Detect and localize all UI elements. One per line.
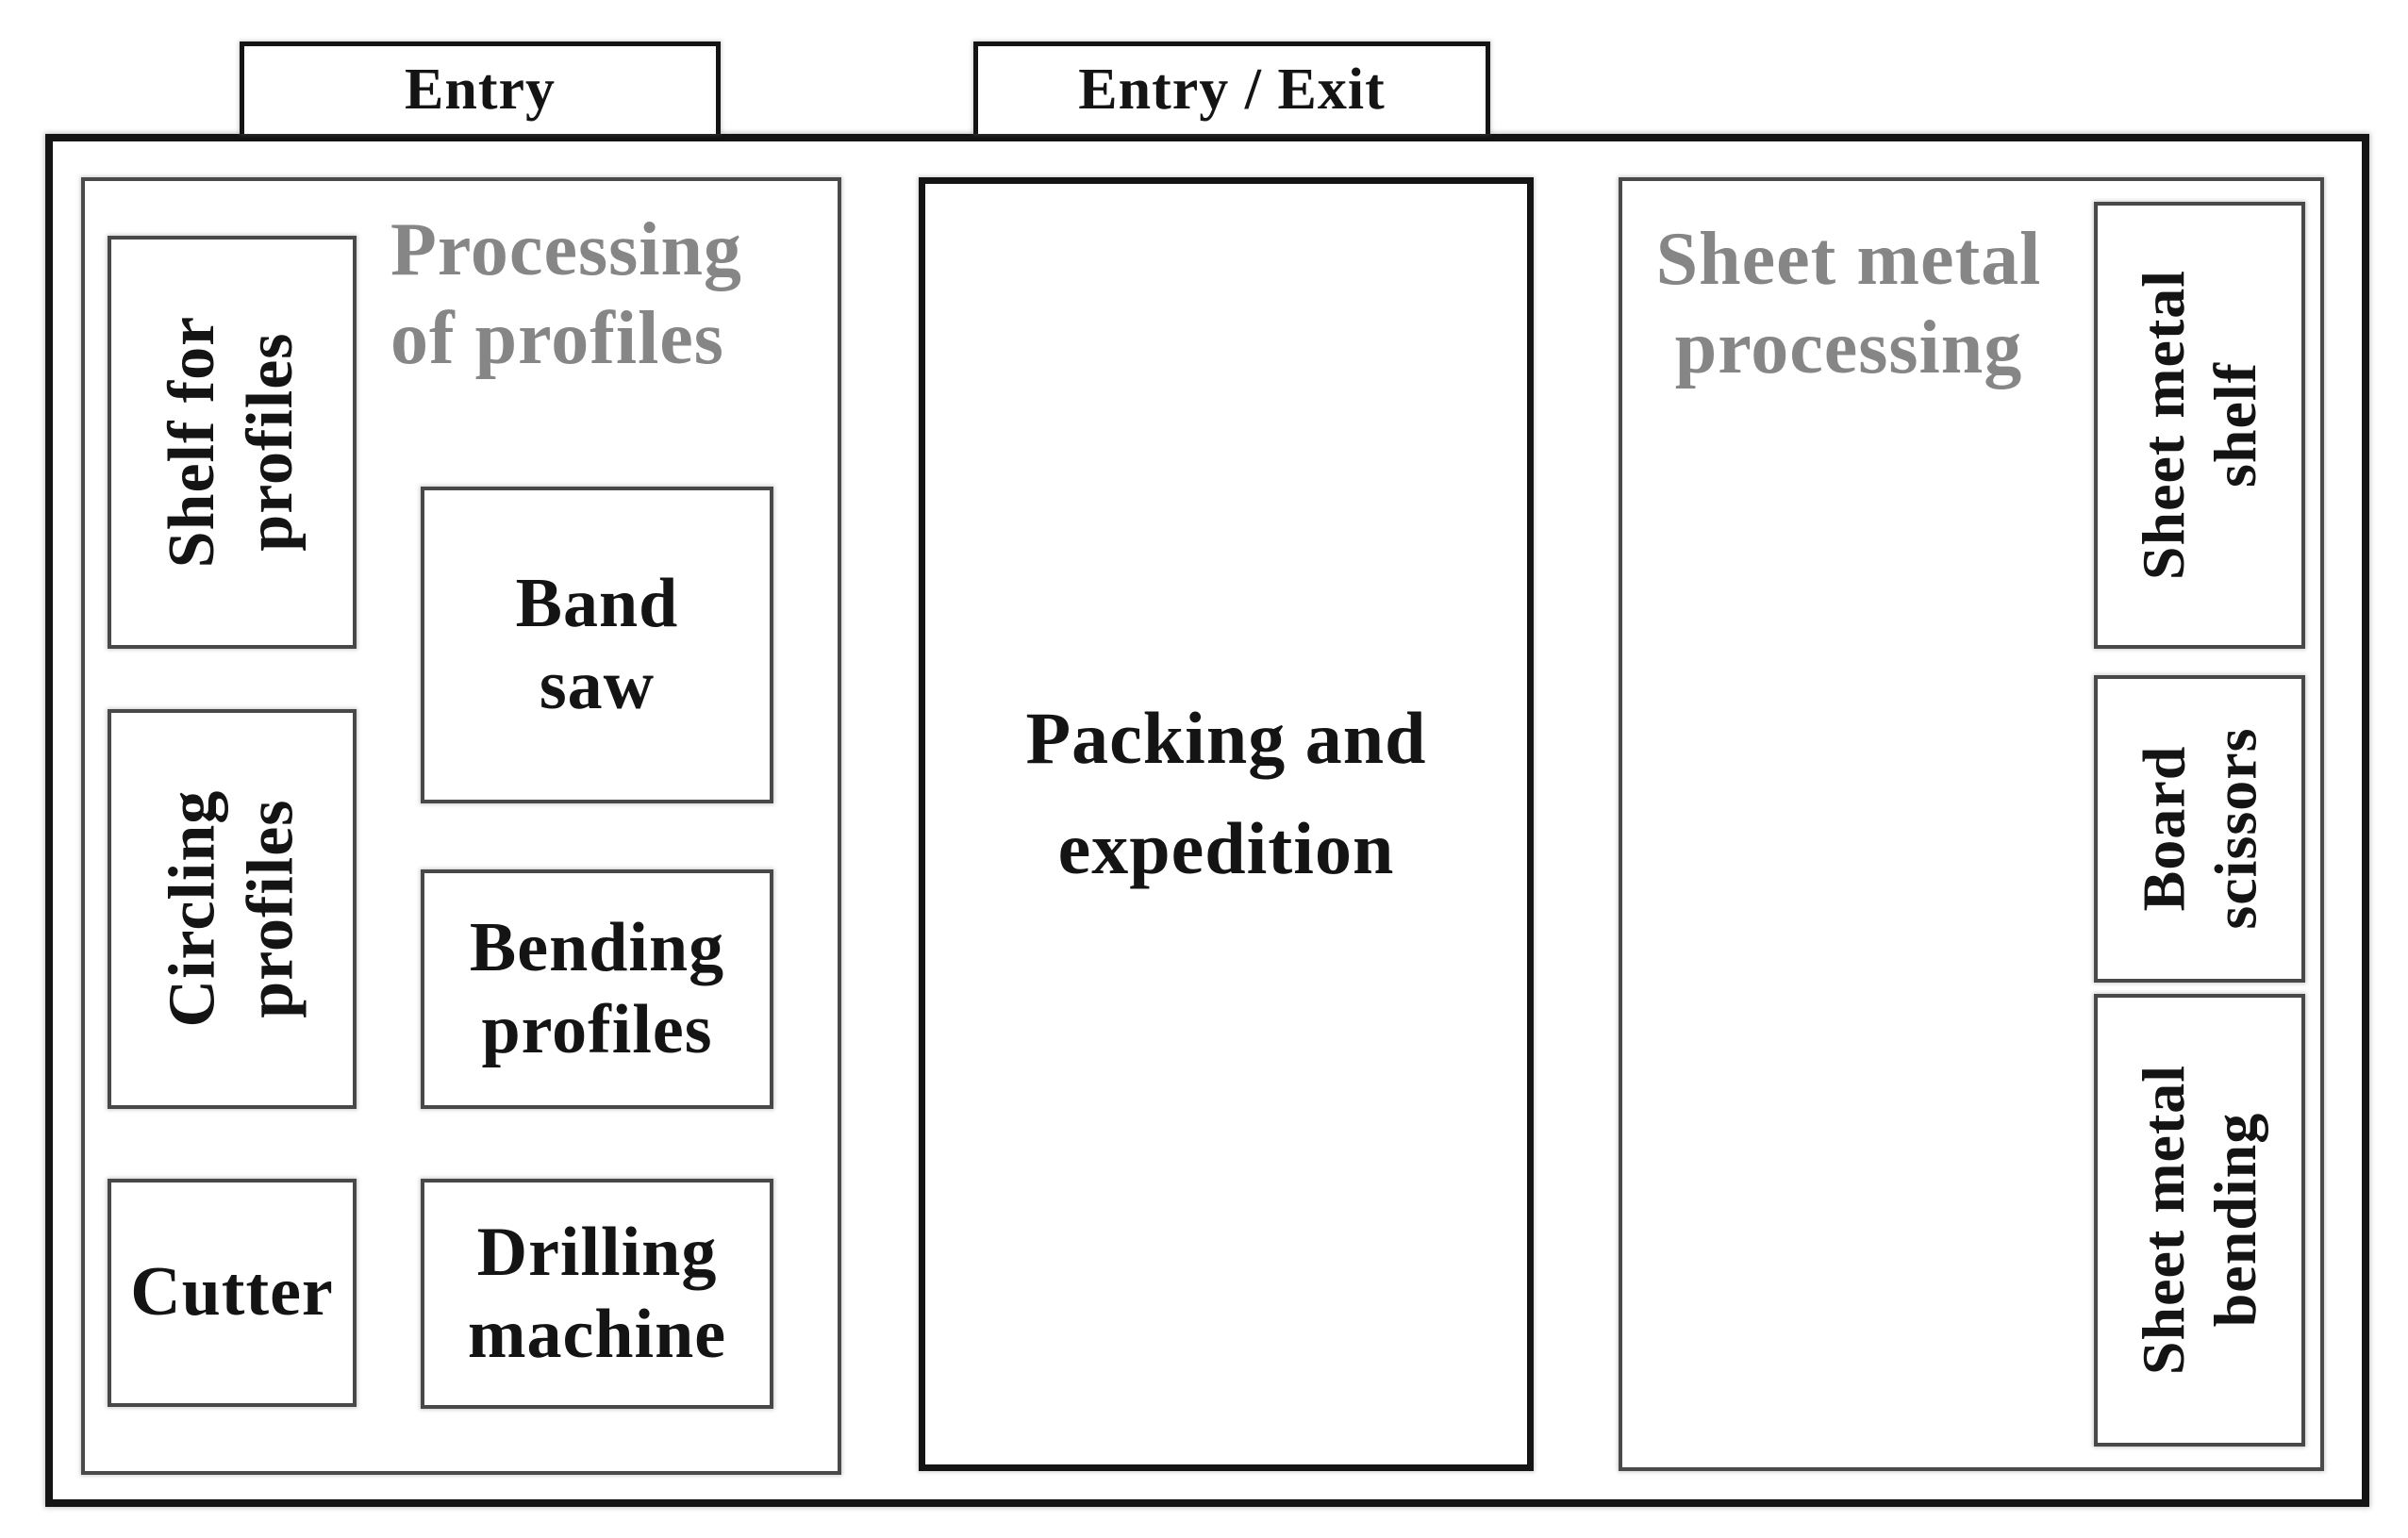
- zone-label-packing-and-expedition: Packing and expedition: [1026, 683, 1427, 903]
- box-label-line: Drilling: [476, 1213, 718, 1291]
- zone-title-line: Processing: [390, 208, 742, 291]
- box-shelf-for-profiles: Shelf for profiles: [108, 236, 357, 649]
- box-sheet-metal-bending: Sheet metal bending: [2094, 994, 2305, 1447]
- box-cutter: Cutter: [108, 1179, 357, 1407]
- box-label-line: bending: [2201, 1113, 2268, 1328]
- box-label: Band saw: [516, 563, 679, 728]
- box-label-line: shelf: [2201, 362, 2268, 488]
- box-circling-profiles: Circling profiles: [108, 709, 357, 1109]
- zone-title-line: Sheet metal: [1655, 218, 2042, 301]
- box-label-line: Circling: [156, 790, 229, 1028]
- box-bending-profiles: Bending profiles: [421, 869, 773, 1109]
- entry-exit-door-label: Entry / Exit: [973, 41, 1490, 134]
- box-label-line: Board: [2130, 746, 2198, 912]
- box-label-line: profiles: [481, 991, 713, 1068]
- box-board-scissors: Board scissors: [2094, 675, 2305, 983]
- box-label: Sheet metal shelf: [2128, 270, 2270, 580]
- zone-title-sheet-metal-processing: Sheet metal processing: [1636, 215, 2062, 393]
- box-label-line: machine: [467, 1296, 727, 1373]
- entry-exit-door-text: Entry / Exit: [1078, 58, 1386, 122]
- zone-label-line: Packing and: [1025, 697, 1427, 779]
- box-band-saw: Band saw: [421, 487, 773, 803]
- box-label-line: Band: [515, 564, 679, 642]
- box-label: Bending profiles: [470, 907, 724, 1072]
- box-label-line: Bending: [469, 908, 725, 986]
- box-label-line: profiles: [233, 799, 307, 1019]
- box-label: Shelf for profiles: [154, 316, 309, 569]
- box-label-line: Sheet metal: [2130, 1065, 2198, 1376]
- box-label: Sheet metal bending: [2128, 1065, 2270, 1375]
- box-label: Board scissors: [2128, 728, 2270, 930]
- box-label-line: Shelf for: [156, 316, 229, 569]
- box-sheet-metal-shelf: Sheet metal shelf: [2094, 202, 2305, 649]
- zone-title-line: processing: [1674, 306, 2023, 390]
- zone-title-line: of profiles: [390, 297, 724, 381]
- box-drilling-machine: Drilling machine: [421, 1179, 773, 1409]
- box-label: Drilling machine: [468, 1212, 726, 1377]
- box-label-line: saw: [539, 647, 656, 724]
- box-label-line: Cutter: [130, 1253, 334, 1331]
- zone-label-line: expedition: [1057, 807, 1395, 889]
- box-label-line: profiles: [234, 332, 307, 553]
- box-label: Circling profiles: [154, 790, 309, 1028]
- box-label-line: Sheet metal: [2130, 270, 2198, 581]
- box-label-line: scissors: [2201, 727, 2268, 931]
- entry-door-text: Entry: [405, 58, 556, 122]
- zone-title-processing-of-profiles: Processing of profiles: [390, 206, 742, 384]
- entry-door-label: Entry: [240, 41, 721, 134]
- zone-packing-and-expedition: Packing and expedition: [919, 177, 1534, 1471]
- box-label: Cutter: [130, 1251, 334, 1333]
